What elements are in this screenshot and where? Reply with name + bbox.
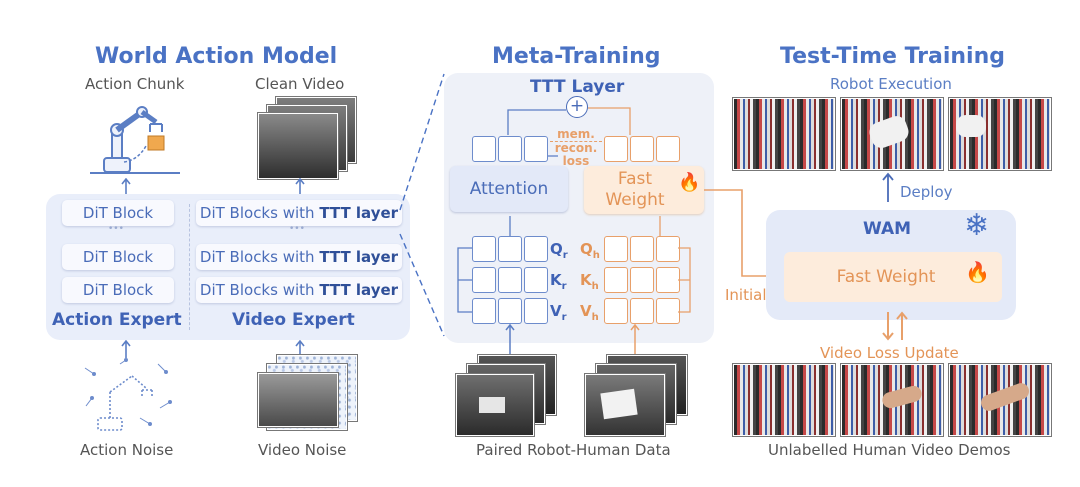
dit-ttt-block-2: DiT Blocks with TTT layer [196, 244, 402, 270]
video-noise-label: Video Noise [258, 441, 347, 459]
human-demo-frame-2 [841, 364, 943, 436]
ttt-fire-icon: 🔥 [965, 260, 990, 284]
ttt-title: Test-Time Training [780, 44, 1006, 69]
dit-ttt-block-3: DiT Blocks with TTT layer [196, 277, 402, 303]
attention-box: Attention [450, 166, 568, 212]
panel-divider [189, 204, 190, 330]
arrow-up-icon [121, 178, 131, 194]
q-human-label: Qh [580, 240, 600, 261]
robot-exec-frame-3 [949, 98, 1051, 170]
action-chunk-label: Action Chunk [85, 75, 185, 93]
video-loss-arrows [882, 311, 908, 341]
v-robot-label: Vr [550, 302, 567, 323]
video-noise-frame-1 [258, 373, 338, 427]
k-human-label: Kh [580, 271, 599, 292]
q-robot-label: Qr [550, 240, 568, 261]
dit-ttt-block-1: DiT Blocks with TTT layer [196, 200, 402, 226]
dit-block-3: DiT Block [62, 277, 174, 303]
ellipsis-left: ••• [108, 224, 124, 234]
wam-label: WAM [863, 219, 912, 239]
action-noise-label: Action Noise [80, 441, 174, 459]
fire-icon: 🔥 [678, 172, 701, 193]
arrow-up-icon [121, 340, 131, 358]
ttt-layer-title: TTT Layer [530, 77, 625, 97]
qkv-connectors [457, 216, 691, 313]
dit-block-2: DiT Block [62, 244, 174, 270]
robot-arm-icon [90, 106, 180, 174]
zoom-lines [399, 73, 445, 337]
k-robot-label: Kr [550, 271, 567, 292]
arrow-up-icon [295, 178, 305, 194]
video-loss-label: Video Loss Update [820, 344, 959, 362]
robot-exec-frame-1 [733, 98, 835, 170]
clean-video-frame-1 [258, 113, 338, 179]
snowflake-icon: ❄ [964, 208, 990, 243]
human-data-frame-1 [585, 374, 665, 436]
action-expert-label: Action Expert [52, 310, 182, 330]
data-up-arrows [505, 323, 640, 354]
wam-title: World Action Model [95, 44, 338, 69]
human-demo-frame-3 [949, 364, 1051, 436]
meta-training-title: Meta-Training [492, 44, 661, 69]
dit-block-1: DiT Block [62, 200, 174, 226]
paired-data-label: Paired Robot-Human Data [476, 441, 671, 459]
ttt-fast-weight-box: Fast Weight [784, 252, 1002, 302]
ellipsis-right: ••• [289, 224, 305, 234]
mem-recon-loss-label: mem. recon. loss [550, 128, 602, 168]
fast-weight-box: Fast Weight [584, 166, 704, 214]
noisy-robot-icon [84, 358, 172, 431]
sum-node: + [566, 96, 588, 118]
robot-data-frame-1 [456, 374, 534, 436]
video-expert-label: Video Expert [232, 310, 355, 330]
robot-exec-frame-2 [841, 98, 943, 170]
clean-video-label: Clean Video [255, 75, 345, 93]
deploy-arrow [882, 172, 894, 202]
v-human-label: Vh [580, 302, 599, 323]
robot-execution-label: Robot Execution [830, 75, 952, 93]
deploy-label: Deploy [900, 183, 953, 201]
unlabelled-demos-label: Unlabelled Human Video Demos [768, 441, 1011, 459]
human-demo-frame-1 [733, 364, 835, 436]
